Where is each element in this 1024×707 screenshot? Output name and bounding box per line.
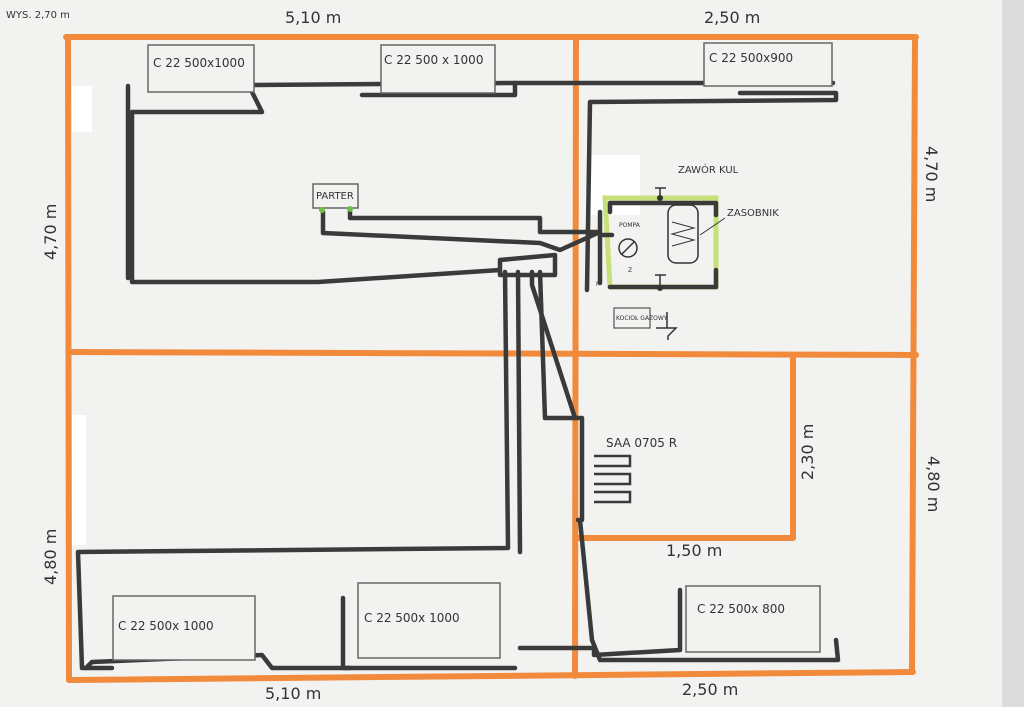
pipe-top-middle-return <box>359 80 518 98</box>
dim-left-lower: 4,80 m <box>41 529 60 585</box>
wall-outer-left <box>65 34 72 683</box>
valve-node-top <box>657 195 663 201</box>
correction-mark-boiler-room <box>590 155 640 215</box>
tank-label: ZASOBNIK <box>727 208 779 219</box>
towel-bar-top <box>594 454 632 468</box>
radiator-bottom-right <box>685 585 821 653</box>
valve-label: ZAWÓR KUL <box>678 163 739 176</box>
radiator-label-bathroom: SAA 0705 R <box>606 436 677 450</box>
radiators <box>112 42 833 661</box>
pipe-junction-loop <box>497 252 558 278</box>
radiator-label-top-middle: C 22 500 x 1000 <box>384 53 483 67</box>
dim-left-upper: 4,70 m <box>41 204 60 260</box>
pipe-bottom-right-loop <box>517 587 683 658</box>
pipe-parter-return <box>347 207 603 235</box>
walls <box>63 34 919 683</box>
pipe-riser-bath-return <box>529 269 578 421</box>
radiator-top-right <box>703 42 833 87</box>
dim-top-right: 2,50 m <box>704 8 760 27</box>
towel-bar-middle <box>594 472 632 486</box>
valve-node-bottom <box>657 285 663 291</box>
drain-funnel-icon <box>656 327 678 340</box>
parter-box <box>312 183 359 209</box>
bathroom-towel-radiator <box>594 454 632 504</box>
tank-icon <box>667 204 699 264</box>
boiler-box <box>613 307 651 329</box>
pipe-bathroom-bottom <box>577 517 841 663</box>
towel-bar-bottom <box>594 490 632 504</box>
tank-coil-icon <box>670 221 696 247</box>
dim-bottom-left: 5,10 m <box>265 684 321 703</box>
pipe-label-p: P <box>596 281 600 288</box>
radiator-bottom-middle <box>357 582 501 659</box>
radiator-top-left <box>147 44 255 93</box>
pipe-riser-right <box>515 269 523 555</box>
valve-bottom-icon <box>655 274 666 285</box>
correction-mark-top-left <box>72 86 92 132</box>
boiler-label: KOCIOŁ GAZOWY <box>616 315 668 322</box>
pipe-boiler-top <box>607 200 719 218</box>
pump-arrow-icon <box>621 241 635 255</box>
pipe-bottom-left-return <box>83 652 353 671</box>
parter-left-connector <box>319 207 325 213</box>
dim-bath-height: 2,30 m <box>798 424 817 480</box>
correction-mark-bottom-left <box>72 415 86 545</box>
radiator-label-bottom-left: C 22 500x 1000 <box>118 619 214 633</box>
parter-right-connector <box>347 206 353 212</box>
height-note: WYS. 2,70 m <box>6 10 70 21</box>
radiator-label-top-left: C 22 500x1000 <box>153 56 245 70</box>
pipe-riser-left <box>75 269 511 671</box>
radiator-label-bottom-right: C 22 500x 800 <box>697 602 785 616</box>
dim-bottom-right: 2,50 m <box>682 680 738 699</box>
wall-outer-bottom <box>66 669 916 683</box>
wall-horizontal-divider <box>66 349 919 358</box>
pipe-boiler-bottom <box>607 267 719 290</box>
paper-fold-shadow <box>1002 0 1024 707</box>
pipe-label-z: Z <box>628 267 632 274</box>
pump-label: POMPA <box>619 222 641 229</box>
pipes <box>75 80 841 671</box>
tank-leader-line <box>699 217 726 236</box>
dim-right-lower: 4,80 m <box>924 456 943 512</box>
dim-right-upper: 4,70 m <box>922 146 941 202</box>
pipe-parter-feed <box>320 209 603 253</box>
pipe-top-right-return <box>584 90 839 293</box>
pipe-boiler-inner <box>597 232 615 286</box>
radiator-label-bottom-middle: C 22 500x 1000 <box>364 611 460 625</box>
pipe-bottom-middle-loop <box>340 595 518 671</box>
dim-bath-width: 1,50 m <box>666 541 722 560</box>
radiator-top-middle <box>380 44 496 94</box>
radiator-bottom-left <box>112 595 256 661</box>
parter-label: PARTER <box>316 191 354 202</box>
dim-top-left: 5,10 m <box>285 8 341 27</box>
pump-icon <box>618 238 638 258</box>
radiator-label-top-right: C 22 500x900 <box>709 51 793 65</box>
pipe-upper-left-loop <box>129 89 503 285</box>
